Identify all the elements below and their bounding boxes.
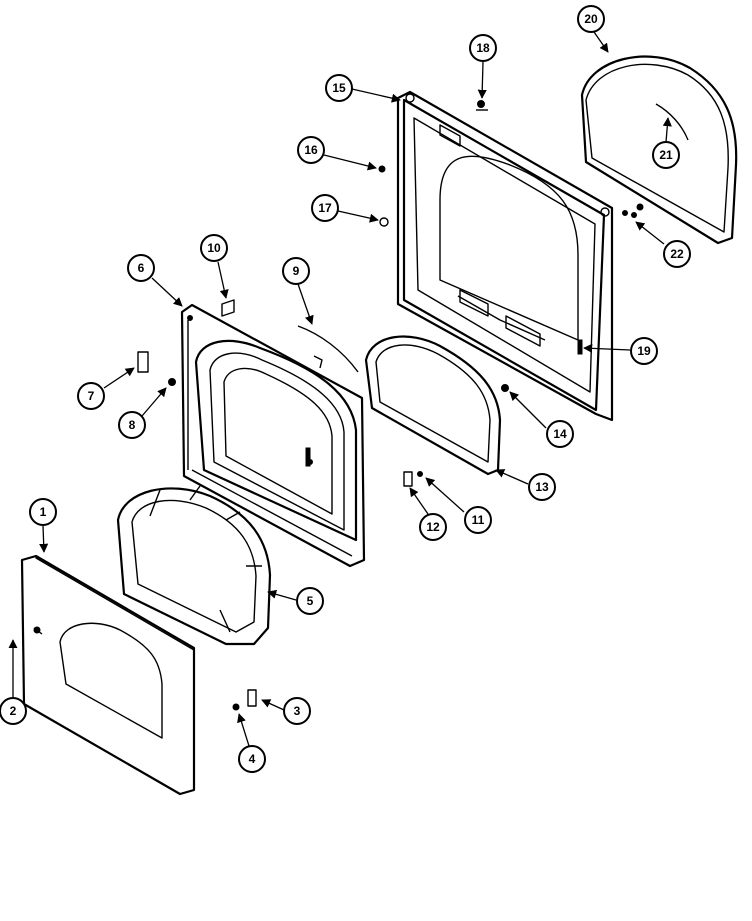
callout-7: 7 bbox=[77, 382, 105, 410]
callout-6: 6 bbox=[127, 254, 155, 282]
hardware-part-4 bbox=[232, 703, 240, 711]
hardware-part-18 bbox=[476, 100, 488, 111]
hardware-part-7 bbox=[137, 351, 149, 373]
callout-label: 9 bbox=[293, 264, 300, 278]
hardware-part-12 bbox=[403, 471, 413, 487]
callout-label: 3 bbox=[294, 704, 301, 718]
callout-16: 16 bbox=[297, 136, 325, 164]
callout-label: 15 bbox=[332, 81, 346, 95]
callout-18: 18 bbox=[469, 34, 497, 62]
callout-15: 15 bbox=[325, 74, 353, 102]
callout-label: 19 bbox=[637, 344, 651, 358]
callout-label: 5 bbox=[307, 594, 314, 608]
callout-label: 11 bbox=[472, 513, 485, 527]
callout-label: 18 bbox=[476, 41, 490, 55]
callout-label: 1 bbox=[40, 505, 47, 519]
callout-label: 8 bbox=[129, 418, 136, 432]
callout-17: 17 bbox=[311, 194, 339, 222]
hardware-part-8 bbox=[168, 378, 176, 386]
callout-label: 2 bbox=[10, 704, 17, 718]
callout-label: 13 bbox=[535, 480, 549, 494]
wire-part bbox=[297, 325, 359, 373]
callout-19: 19 bbox=[630, 337, 658, 365]
callout-label: 17 bbox=[318, 201, 332, 215]
callout-1: 1 bbox=[29, 498, 57, 526]
callout-label: 16 bbox=[304, 143, 318, 157]
hardware-part-14 bbox=[501, 384, 509, 392]
callout-label: 21 bbox=[659, 148, 673, 162]
callout-4: 4 bbox=[238, 745, 266, 773]
callout-label: 7 bbox=[88, 389, 95, 403]
callout-label: 4 bbox=[249, 752, 256, 766]
callout-11: 11 bbox=[464, 506, 492, 534]
hardware-part-11 bbox=[417, 471, 423, 477]
hardware-part-2 bbox=[33, 626, 43, 635]
callout-label: 14 bbox=[553, 427, 567, 441]
callout-10: 10 bbox=[200, 234, 228, 262]
hardware-part-17 bbox=[379, 217, 389, 227]
callout-8: 8 bbox=[118, 411, 146, 439]
callout-9: 9 bbox=[282, 257, 310, 285]
door-liner-part bbox=[116, 485, 272, 646]
front-frame-part bbox=[180, 303, 366, 568]
door-gasket-part bbox=[364, 335, 502, 476]
callout-label: 10 bbox=[207, 241, 221, 255]
callout-20: 20 bbox=[577, 5, 605, 33]
callout-14: 14 bbox=[546, 420, 574, 448]
callout-5: 5 bbox=[296, 587, 324, 615]
callout-2: 2 bbox=[0, 697, 27, 725]
leader-lines bbox=[8, 31, 672, 747]
callout-label: 6 bbox=[138, 261, 145, 275]
callout-label: 22 bbox=[670, 247, 684, 261]
rear-panel-part bbox=[396, 90, 614, 422]
hardware-part-22 bbox=[622, 210, 637, 218]
hardware-part-16 bbox=[378, 165, 386, 173]
clip-part-10 bbox=[221, 299, 235, 317]
callout-label: 20 bbox=[584, 12, 598, 26]
callout-21: 21 bbox=[652, 141, 680, 169]
hardware-part-3 bbox=[247, 689, 257, 707]
callout-12: 12 bbox=[419, 513, 447, 541]
callout-22: 22 bbox=[663, 240, 691, 268]
callout-13: 13 bbox=[528, 473, 556, 501]
callout-label: 12 bbox=[426, 520, 440, 534]
callout-3: 3 bbox=[283, 697, 311, 725]
